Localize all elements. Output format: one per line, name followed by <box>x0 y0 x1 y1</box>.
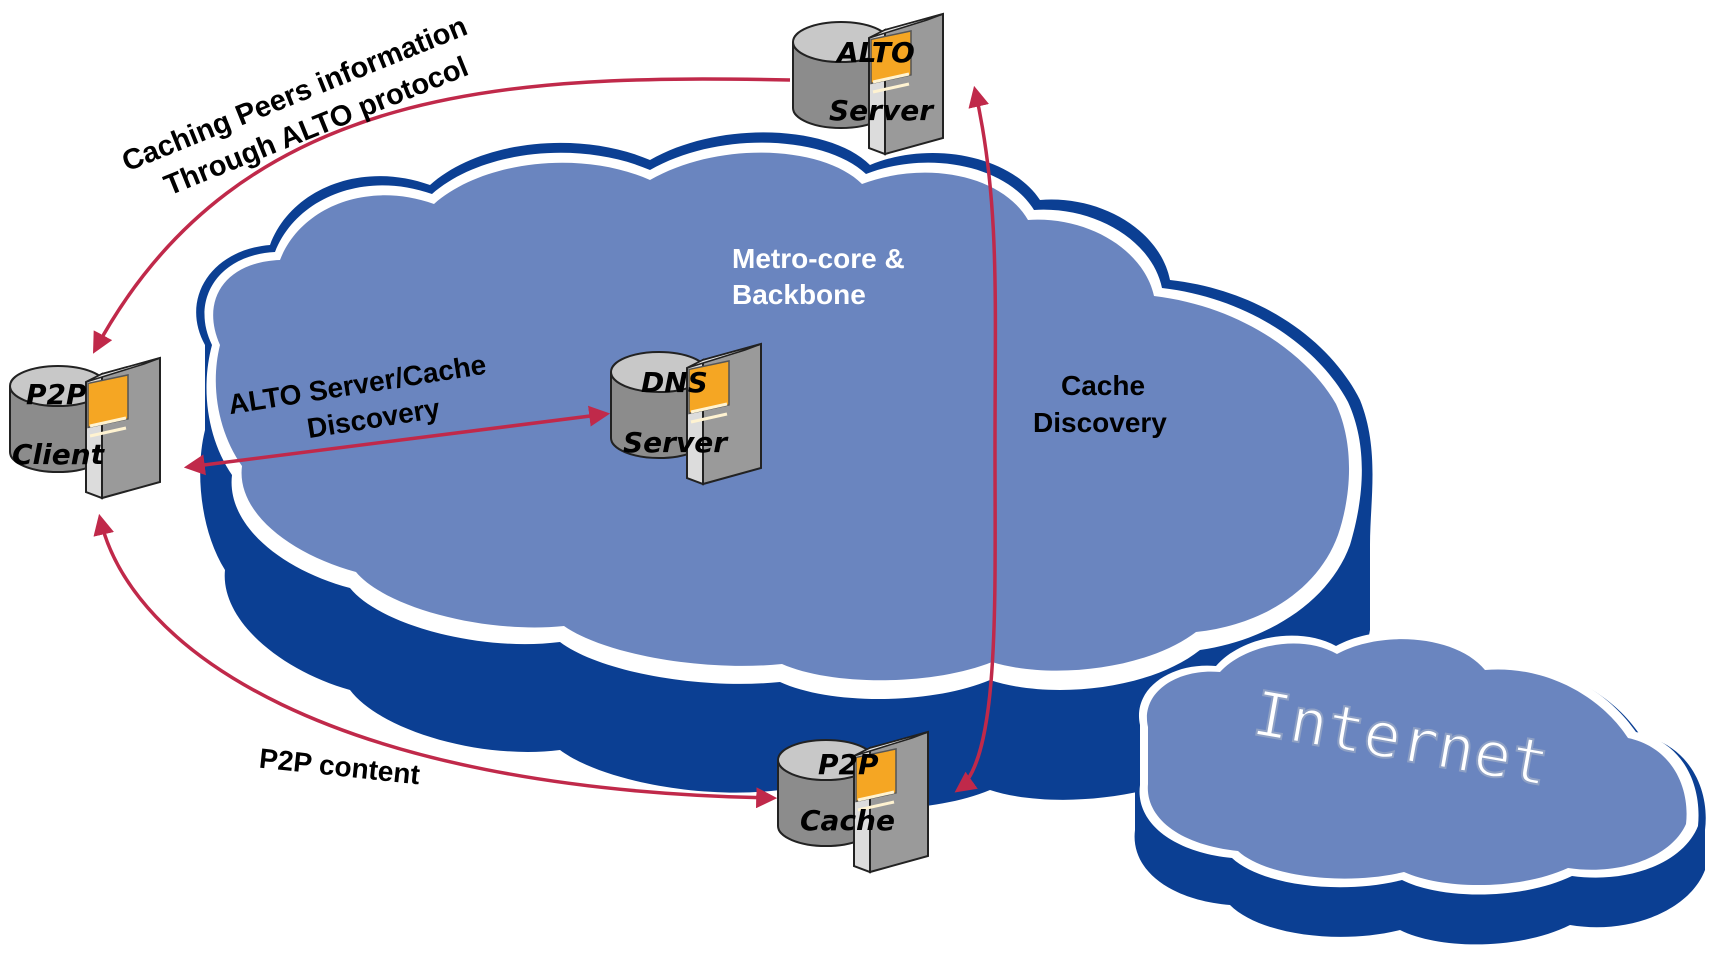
alto-server-line1: ALTO <box>835 36 915 69</box>
arrow-client-dns <box>183 405 611 476</box>
arrows <box>93 77 998 809</box>
alto-server-line2: Server <box>829 94 935 127</box>
p2p-cache-node[interactable]: P2P Cache <box>776 730 930 874</box>
arrow-alto-to-client <box>93 77 791 354</box>
dns-server-node[interactable]: DNS Server <box>609 342 763 486</box>
p2p-client-line1: P2P <box>26 378 87 411</box>
p2p-client-line2: Client <box>12 438 106 471</box>
cache-discovery-line1: Cache <box>1061 370 1145 401</box>
internet-cloud-top <box>1146 639 1687 886</box>
cache-discovery-line2: Discovery <box>1033 407 1167 438</box>
internet-cloud: Internet <box>1133 631 1706 945</box>
metro-core-label-line2: Backbone <box>732 279 866 310</box>
arrow-client-cache <box>93 513 778 809</box>
p2p-client-node[interactable]: P2P Client <box>8 356 162 500</box>
p2p-cache-line2: Cache <box>800 804 895 837</box>
arrow-cache-alto <box>954 85 998 793</box>
p2p-cache-line1: P2P <box>818 748 879 781</box>
dns-server-line1: DNS <box>641 366 708 399</box>
metro-core-label-line1: Metro-core & <box>732 243 905 274</box>
alto-server-node[interactable]: ALTO Server <box>791 12 945 156</box>
dns-server-line2: Server <box>623 426 729 459</box>
edge-label-caching-peers: Caching Peers information Through ALTO p… <box>118 10 473 202</box>
